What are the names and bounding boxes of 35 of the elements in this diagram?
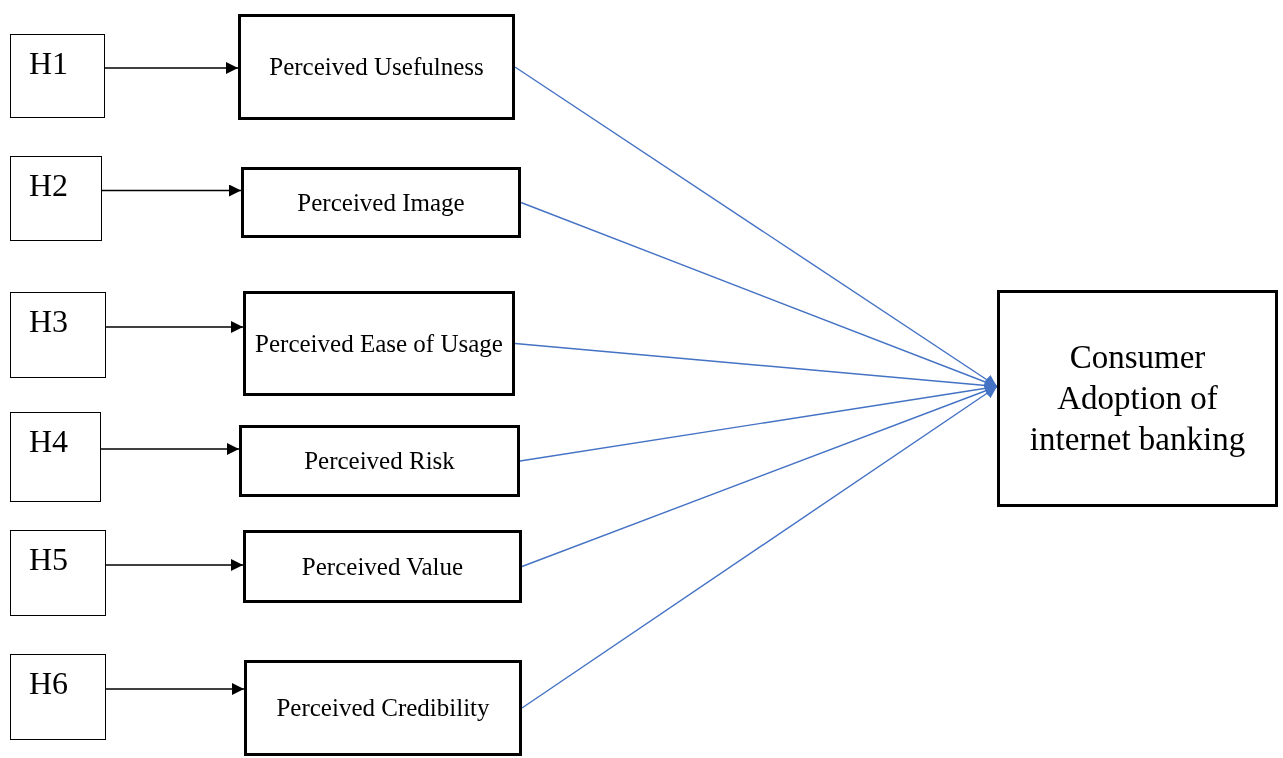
- arrow: [105, 559, 244, 571]
- arrow: [521, 385, 998, 709]
- construct-box: [241, 167, 521, 238]
- node-label: H6: [29, 667, 69, 699]
- arrow: [100, 443, 240, 455]
- arrow: [514, 66, 998, 388]
- node-label: Perceived Credibility: [276, 693, 490, 724]
- arrow: [105, 683, 245, 695]
- hypothesis-box: [10, 156, 102, 241]
- arrow: [101, 184, 242, 197]
- node-label: H3: [29, 305, 69, 337]
- node-label: H5: [29, 543, 69, 575]
- construct-box: [244, 660, 522, 756]
- arrow: [520, 201, 998, 388]
- hypothesis-box: [10, 292, 106, 378]
- node-label: Perceived Ease of Usage: [255, 328, 503, 359]
- construct-box: [239, 425, 520, 497]
- construct-box: [243, 291, 515, 396]
- node-label: H4: [29, 425, 69, 457]
- arrow: [104, 62, 239, 74]
- construct-box: [243, 530, 522, 603]
- node-label: Perceived Usefulness: [269, 52, 484, 83]
- hypothesis-box: [10, 654, 106, 740]
- node-label: Perceived Risk: [304, 446, 455, 477]
- hypothesis-box: [10, 412, 101, 502]
- node-label: H2: [29, 169, 69, 201]
- node-label: H1: [29, 47, 69, 79]
- arrow: [105, 321, 244, 333]
- hypothesis-box: [10, 530, 106, 616]
- construct-box: [238, 14, 515, 120]
- node-label: Consumer Adoption of internet banking: [1028, 337, 1247, 460]
- hypothesis-box: [10, 34, 105, 118]
- node-label: Perceived Image: [297, 187, 465, 218]
- node-label: Perceived Value: [301, 551, 464, 582]
- outcome-box: [997, 290, 1278, 507]
